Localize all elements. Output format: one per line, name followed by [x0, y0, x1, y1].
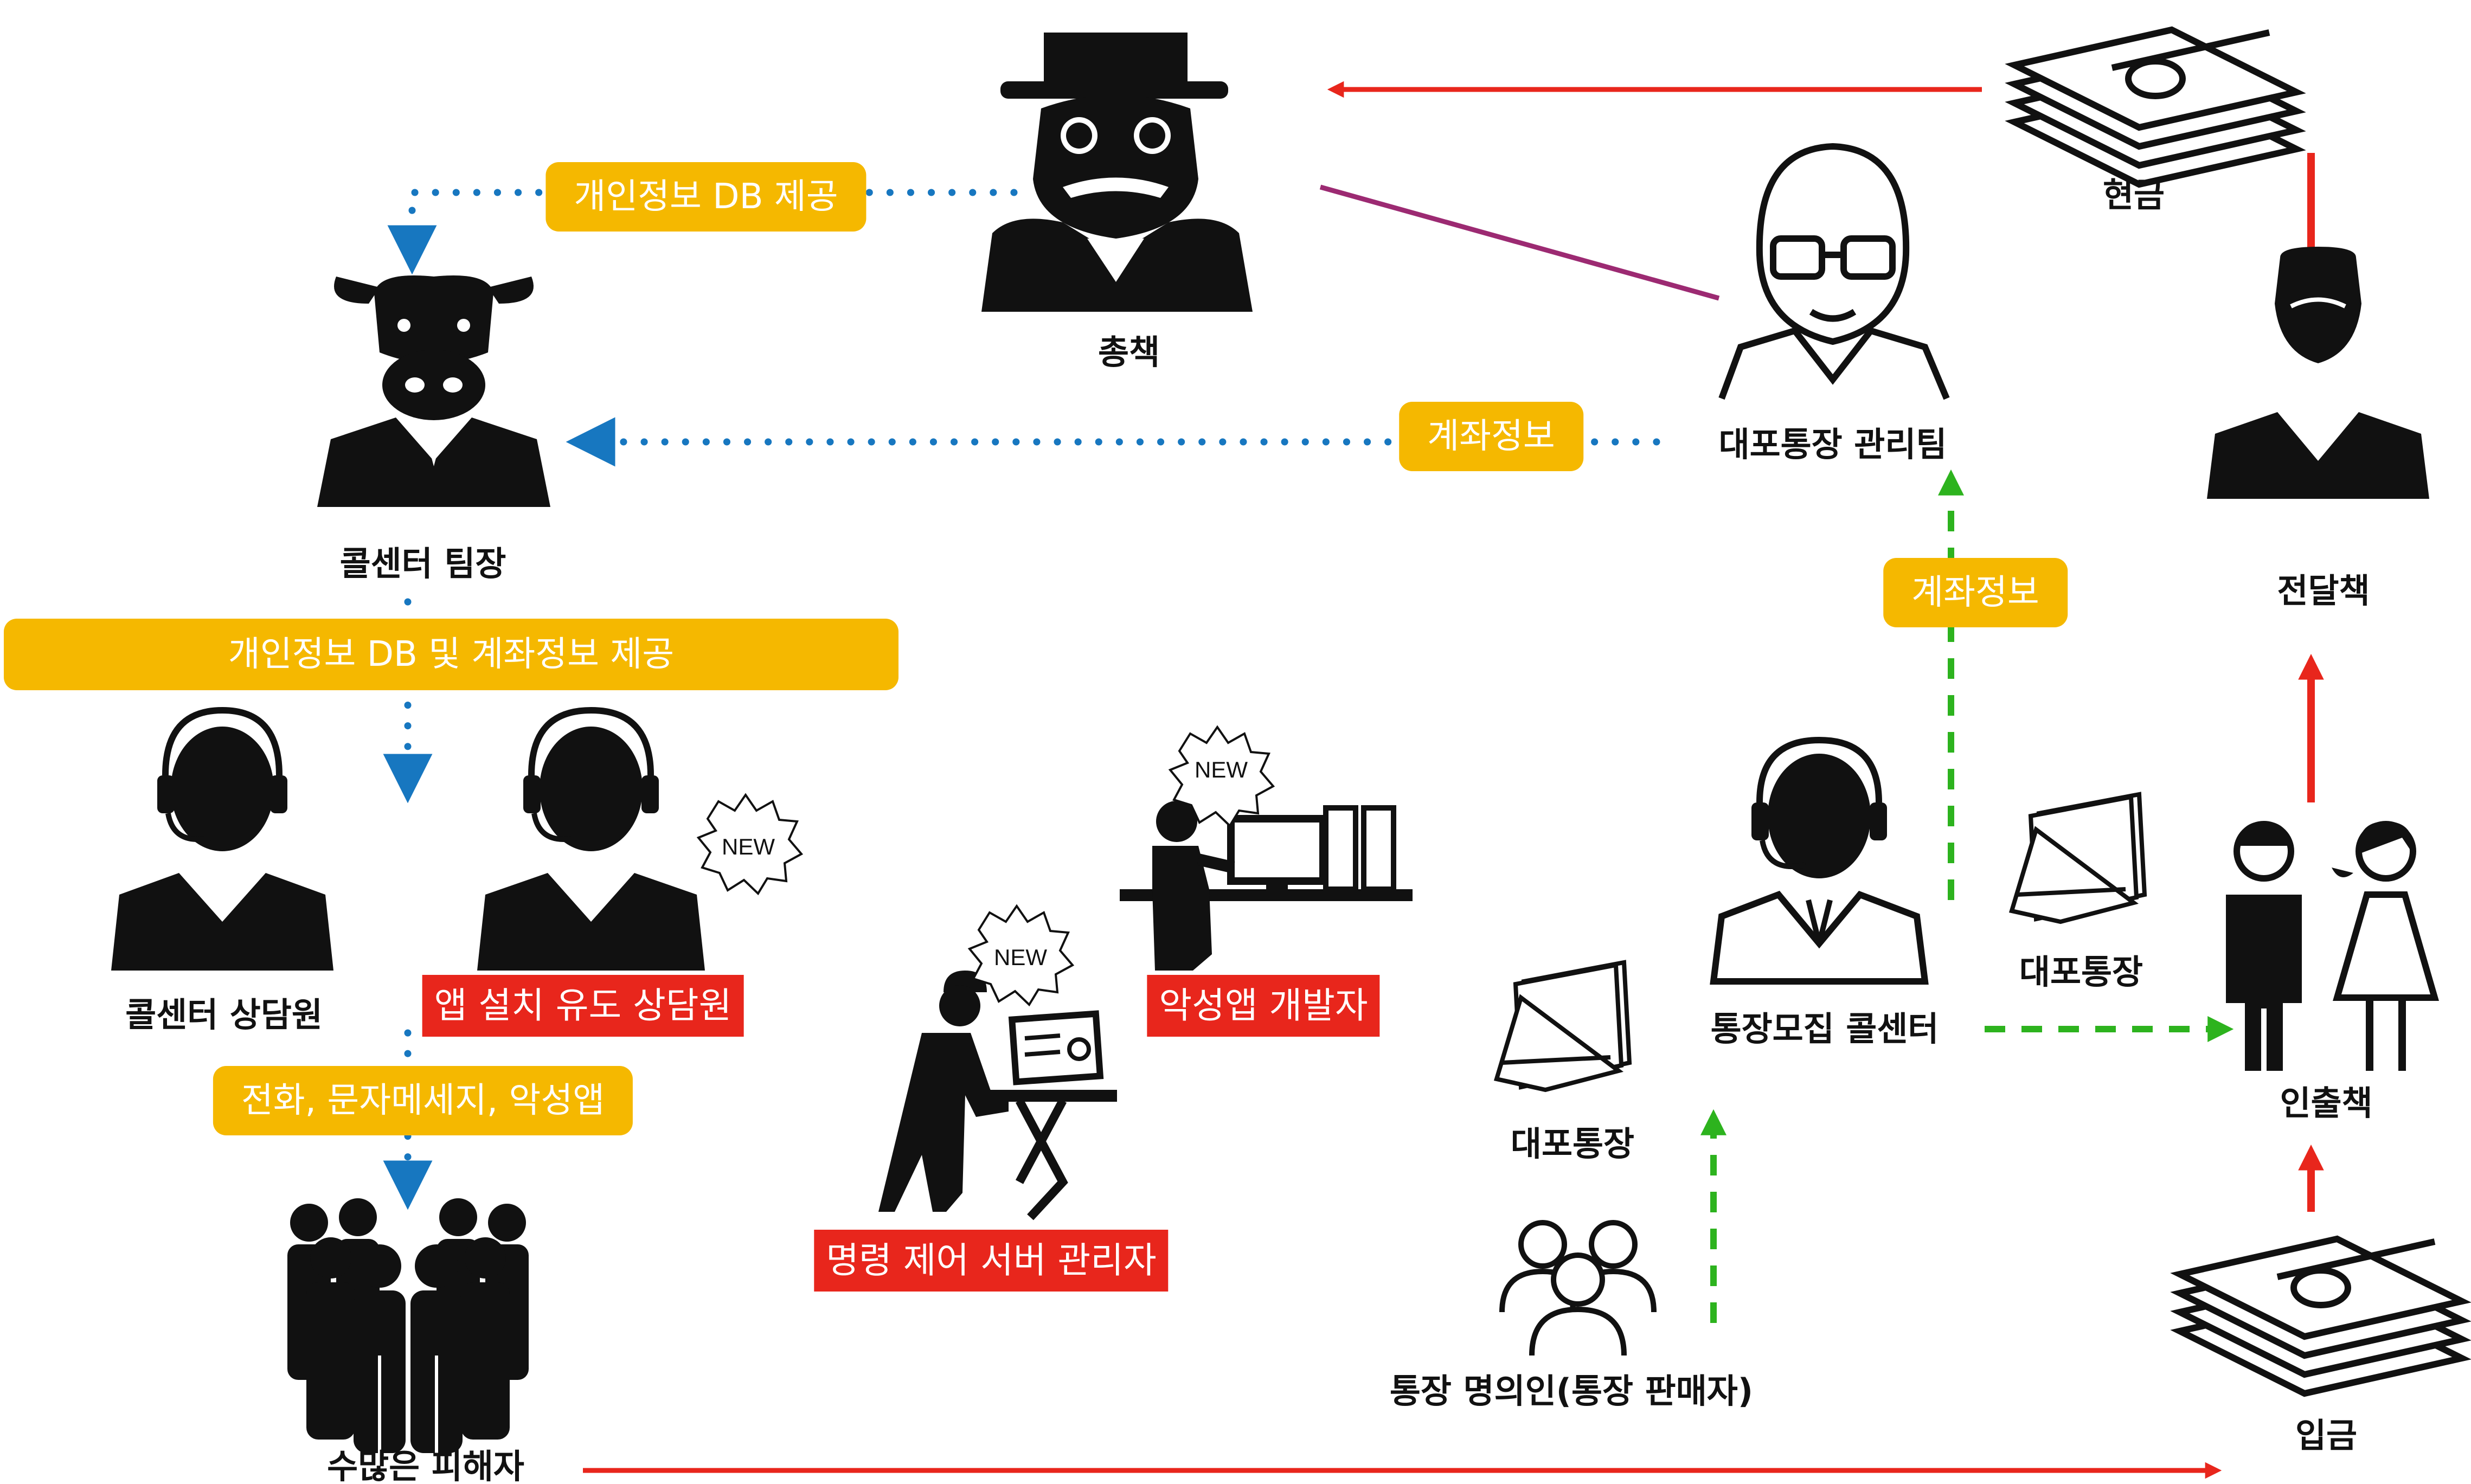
new-badge-text: NEW [994, 945, 1047, 970]
recruit-callcenter-label: 통장모집 콜센터 [1710, 1009, 1939, 1049]
new-badge-text: NEW [722, 834, 775, 859]
callcenter-agent-label: 콜센터 상담원 [125, 995, 323, 1035]
callcenter-leader-label: 콜센터 팀장 [339, 544, 506, 583]
malware-developer-icon [1120, 801, 1413, 971]
boss-label: 총책 [1097, 332, 1160, 372]
boss-spy-icon [981, 33, 1253, 312]
contact-methods-pill: 전화, 문자메세지, 악성앱 [213, 1066, 633, 1135]
account-info-pill-top: 계좌정보 [1399, 402, 1583, 471]
courier-label: 전달책 [2277, 571, 2370, 611]
new-badge-server-admin: NEW [967, 904, 1075, 1007]
withdrawer-couple-icon [2226, 821, 2439, 1071]
bankbook-icon-right [2008, 792, 2147, 924]
deposit-label: 입금 [2295, 1416, 2358, 1455]
deposit-cash-icon [2170, 1235, 2471, 1397]
recruit-agent-icon [1710, 736, 1929, 985]
bald-manager-icon [1718, 143, 1950, 400]
malware-developer-tag: 악성앱 개발자 [1147, 975, 1380, 1037]
bankbook-right-label: 대포통장 [2019, 952, 2143, 992]
link-boss-account-mgmt [1319, 184, 1720, 301]
account-holders-icon [1499, 1220, 1657, 1356]
db-and-account-pill: 개인정보 DB 및 계좌정보 제공 [4, 619, 898, 690]
arrow-boss-to-leader-db [387, 189, 1018, 275]
server-admin-icon [878, 971, 1117, 1220]
account-mgmt-label: 대포통장 관리팀 [1718, 425, 1947, 464]
new-badge-text: NEW [1195, 757, 1248, 782]
cash-label: 현금 [2102, 175, 2165, 215]
victims-crowd-icon [287, 1198, 529, 1453]
cash-stack-icon [2005, 26, 2306, 188]
new-badge-malware-dev: NEW [1168, 725, 1275, 828]
db-provide-pill: 개인정보 DB 제공 [545, 162, 867, 232]
app-install-agent-icon [477, 706, 705, 971]
app-install-agent-tag: 앱 설치 유도 상담원 [422, 975, 744, 1037]
bankbook-icon-left [1493, 960, 1632, 1093]
withdrawer-label: 인출책 [2280, 1083, 2373, 1123]
new-badge-app-agent: NEW [696, 793, 804, 896]
victims-label: 수많은 피해자 [327, 1447, 524, 1484]
account-holder-label: 통장 명의인(통장 판매자) [1389, 1371, 1754, 1411]
callcenter-agent-icon [111, 706, 333, 971]
server-admin-tag: 명령 제어 서버 관리자 [814, 1230, 1169, 1292]
bankbook-left-label: 대포통장 [1510, 1124, 1635, 1164]
bull-leader-icon [317, 275, 550, 507]
account-info-pill-side: 계좌정보 [1883, 558, 2068, 627]
courier-man-icon [2207, 247, 2429, 499]
